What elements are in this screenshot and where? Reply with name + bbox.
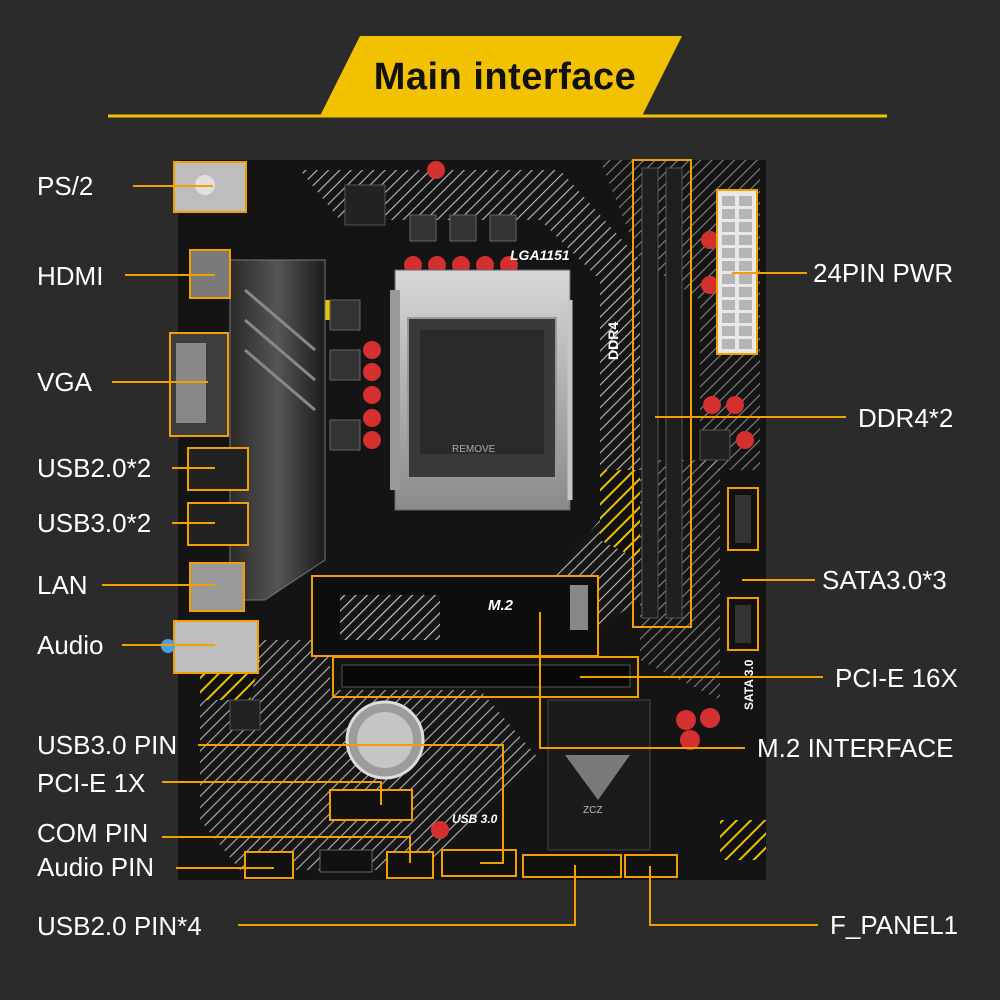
atx-pin (722, 261, 735, 271)
atx-pin (739, 222, 752, 232)
atx-pin (739, 209, 752, 219)
atx-pin (722, 248, 735, 258)
atx-pin (722, 222, 735, 232)
atx-pin (739, 300, 752, 310)
usb3-silkscreen: USB 3.0 (452, 812, 498, 826)
label-usb30-pin: USB3.0 PIN (37, 730, 178, 760)
atx-pin (722, 287, 735, 297)
atx-pin (739, 313, 752, 323)
label-audio-pin: Audio PIN (37, 852, 155, 882)
label-hdmi: HDMI (37, 261, 104, 291)
atx-pin (722, 235, 735, 245)
chipset-heatsink (547, 699, 651, 851)
label-audio: Audio (37, 630, 104, 660)
ddr-silkscreen: DDR4 (605, 321, 621, 360)
title-banner (320, 36, 682, 116)
socket-remove-text: REMOVE (452, 444, 496, 455)
atx-pin (739, 261, 752, 271)
label-com-pin: COM PIN (37, 818, 149, 848)
atx-pin (739, 287, 752, 297)
label-f-panel1: F_PANEL1 (830, 910, 959, 940)
atx-pin (739, 248, 752, 258)
brand-logo: ZCZ (583, 805, 603, 816)
label-vga: VGA (37, 367, 92, 397)
label-24pin-pwr: 24PIN PWR (813, 258, 954, 288)
leader-lines (102, 185, 846, 926)
label-usb20-pin4: USB2.0 PIN*4 (37, 911, 202, 941)
sata-silkscreen: SATA 3.0 (742, 659, 756, 710)
atx-pin (739, 326, 752, 336)
label-pcie-1x: PCI-E 1X (37, 768, 146, 798)
label-lan: LAN (37, 570, 88, 600)
atx-pin (722, 313, 735, 323)
atx-pin (739, 196, 752, 206)
atx-pin (722, 196, 735, 206)
atx-pin (722, 326, 735, 336)
page-title: Main interface (373, 55, 637, 98)
atx-pin (722, 274, 735, 284)
label-usb20x2: USB2.0*2 (37, 453, 152, 483)
label-ddr4x2: DDR4*2 (858, 403, 954, 433)
label-ps2: PS/2 (37, 171, 94, 201)
atx-pin (722, 300, 735, 310)
cpu-socket (390, 269, 573, 511)
atx-pin (722, 209, 735, 219)
m2-silkscreen: M.2 (488, 597, 514, 614)
label-usb30x2: USB3.0*2 (37, 508, 152, 538)
label-sata30x3: SATA3.0*3 (822, 565, 947, 595)
socket-silkscreen: LGA1151 (510, 247, 570, 263)
label-pcie-16x: PCI-E 16X (835, 663, 958, 693)
atx-pin (739, 339, 752, 349)
atx-pin (722, 339, 735, 349)
atx-pin (739, 274, 752, 284)
label-m2-interface: M.2 INTERFACE (757, 733, 954, 763)
atx-pin (739, 235, 752, 245)
title-underline (108, 114, 887, 118)
